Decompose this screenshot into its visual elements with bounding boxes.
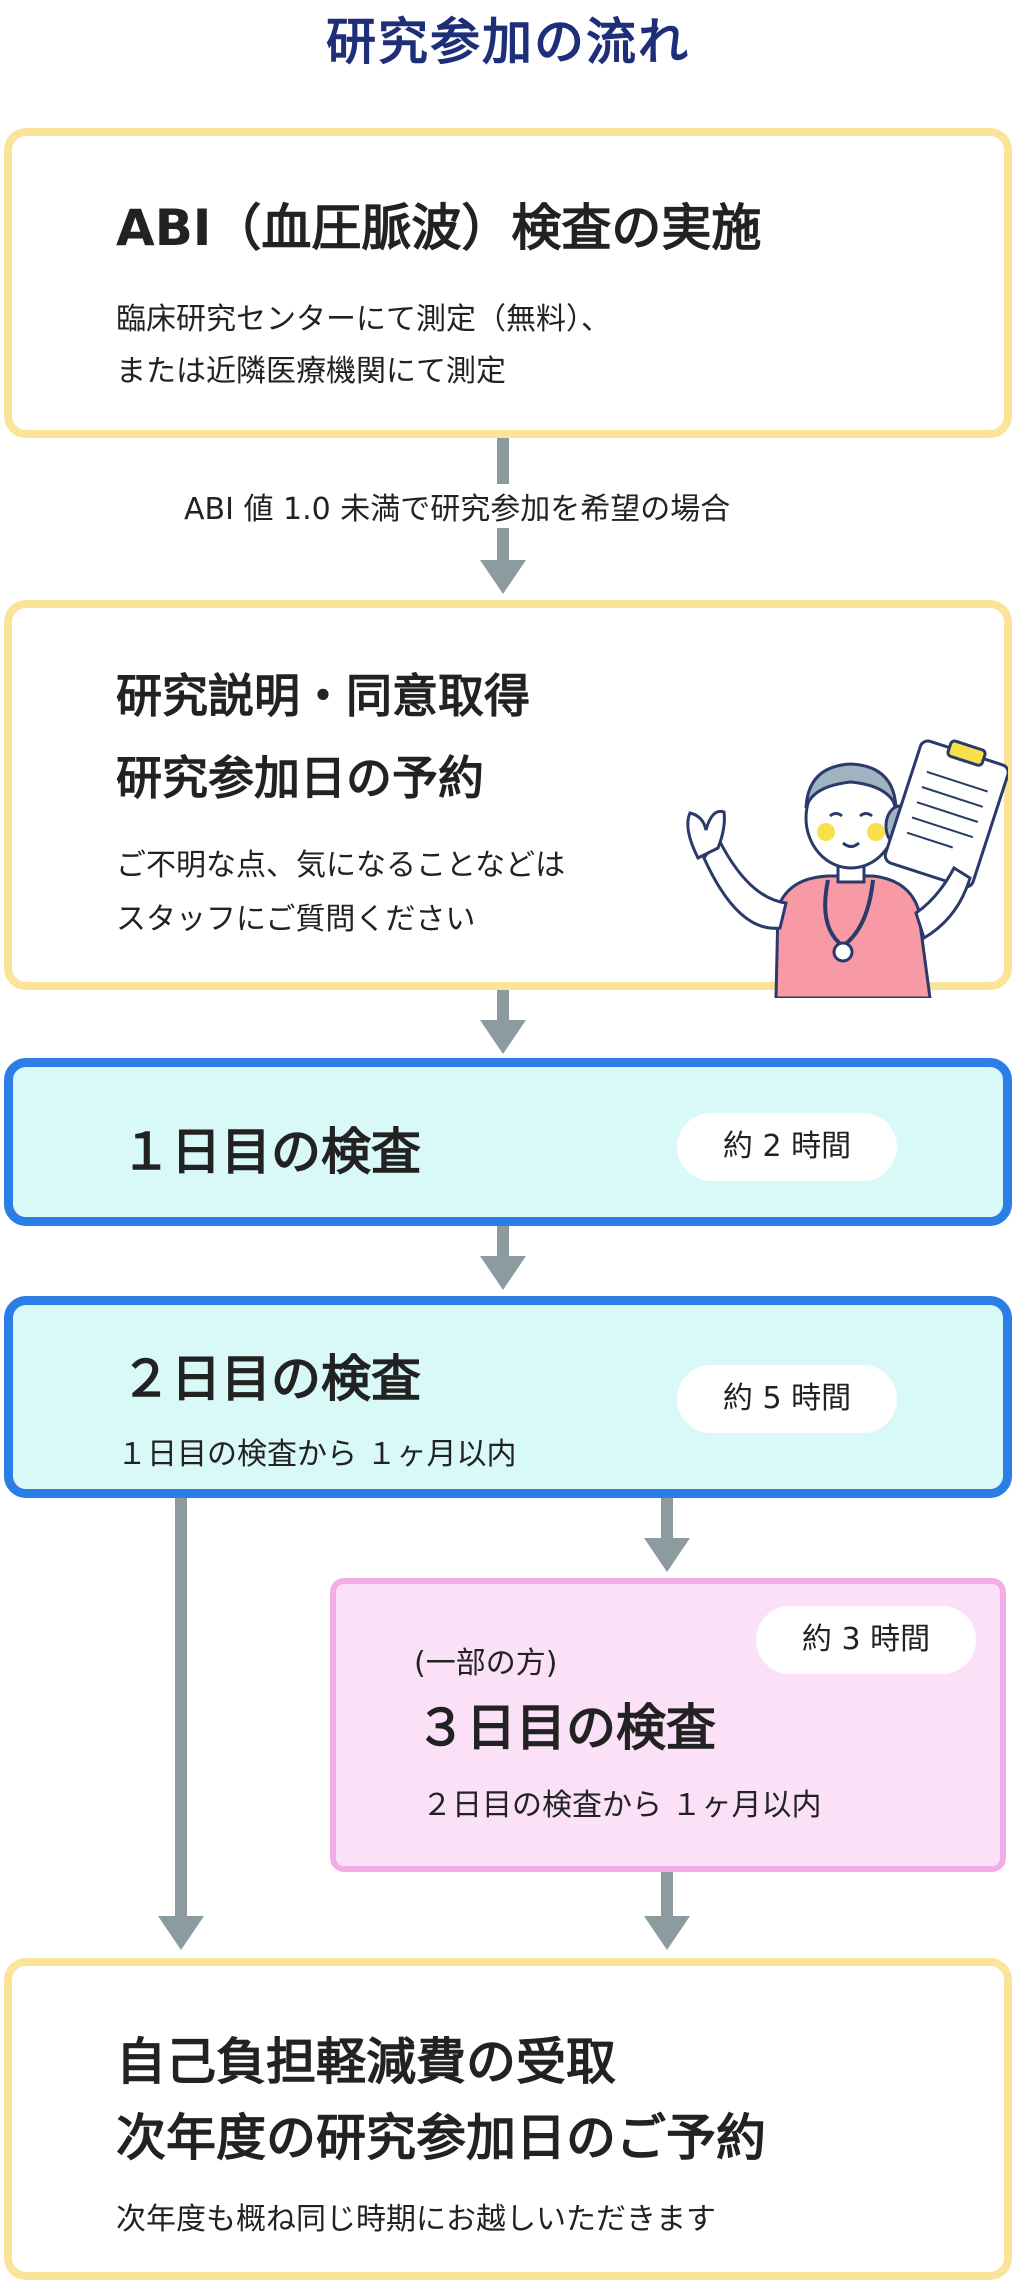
step-final-box: 自己負担軽減費の受取 次年度の研究参加日のご予約 次年度も概ね同じ時期にお越しい… (4, 1958, 1012, 2280)
flow-arrow-line (497, 990, 509, 1022)
flow-arrow-head (480, 1020, 526, 1054)
step-consent-box: 研究説明・同意取得 研究参加日の予約 ご不明な点、気になることなどは スタッフに… (4, 600, 1012, 998)
step-final-text: 次年度も概ね同じ時期にお越しいただきます (116, 2202, 716, 2237)
step-day1-heading: １日目の検査 (121, 1123, 421, 1181)
flow-arrow-line (497, 1226, 509, 1258)
flow-arrow-line (175, 1498, 187, 1918)
step-day3-note: (一部の方) (414, 1646, 558, 1681)
step-day2-heading: ２日目の検査 (121, 1350, 421, 1408)
page-title: 研究参加の流れ (326, 13, 690, 71)
flow-arrow-head (644, 1538, 690, 1572)
flow-arrow-head (480, 1256, 526, 1290)
flow-arrow-head (480, 560, 526, 594)
step-abi-text-1: 臨床研究センターにて測定（無料）、 (116, 302, 611, 337)
step-abi-heading: ABI（血圧脈波）検査の実施 (116, 199, 762, 257)
condition-text: ABI 値 1.0 未満で研究参加を希望の場合 (180, 484, 735, 528)
duration-badge: 約 3 時間 (756, 1606, 976, 1674)
step-abi-text-2: または近隣医療機関にて測定 (116, 354, 506, 389)
flow-arrow-head (644, 1916, 690, 1950)
step-consent-heading-2: 研究参加日の予約 (116, 751, 484, 805)
step-day3-subtext: ２日目の検査から １ヶ月以内 (422, 1788, 822, 1823)
flow-arrow-line (661, 1498, 673, 1540)
step-day2-box: ２日目の検査 １日目の検査から １ヶ月以内 約 5 時間 (4, 1296, 1012, 1498)
flow-arrow-head (158, 1916, 204, 1950)
step-consent-text-1: ご不明な点、気になることなどは (116, 848, 566, 883)
step-day2-subtext: １日目の検査から １ヶ月以内 (117, 1437, 517, 1472)
step-abi-box: ABI（血圧脈波）検査の実施 臨床研究センターにて測定（無料）、 または近隣医療… (4, 128, 1012, 438)
duration-badge: 約 2 時間 (677, 1113, 897, 1181)
step-consent-heading-1: 研究説明・同意取得 (116, 669, 530, 723)
step-consent-text-2: スタッフにご質問ください (116, 902, 476, 937)
nurse-illustration (686, 739, 1008, 998)
flow-arrow-line (661, 1872, 673, 1918)
step-final-heading-1: 自己負担軽減費の受取 (116, 2033, 616, 2091)
duration-badge: 約 5 時間 (677, 1365, 897, 1433)
step-day3-box: (一部の方) ３日目の検査 ２日目の検査から １ヶ月以内 約 3 時間 (330, 1578, 1006, 1872)
step-final-heading-2: 次年度の研究参加日のご予約 (116, 2109, 766, 2167)
step-day1-box: １日目の検査 約 2 時間 (4, 1058, 1012, 1226)
step-day3-heading: ３日目の検査 (416, 1699, 716, 1757)
